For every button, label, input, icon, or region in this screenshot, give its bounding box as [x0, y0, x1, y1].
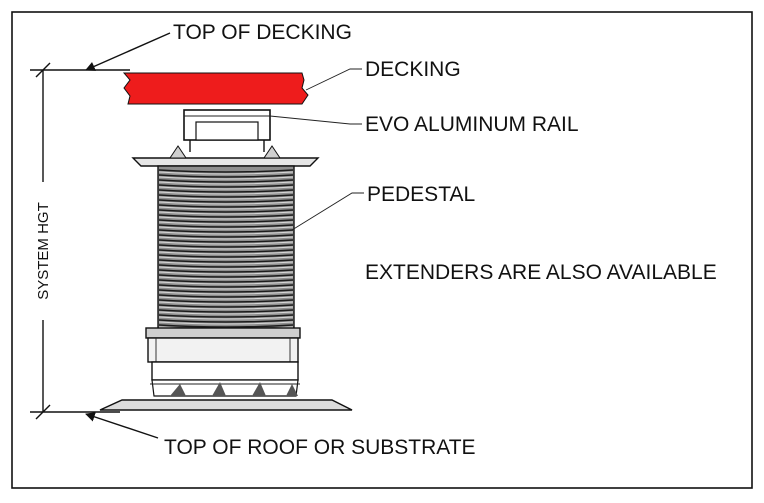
thread-highlight: [158, 266, 294, 270]
thread-highlight: [158, 286, 294, 290]
thread-ridge: [158, 189, 294, 193]
thread-ridge: [158, 219, 294, 223]
thread-ridge: [158, 174, 294, 178]
top-of-decking-label: TOP OF DECKING: [173, 21, 352, 44]
thread-highlight: [158, 301, 294, 305]
thread-ridge: [158, 294, 294, 298]
decking-label: DECKING: [365, 58, 461, 81]
thread-ridge: [158, 284, 294, 288]
thread-highlight: [158, 171, 294, 175]
thread-ridge: [158, 249, 294, 253]
thread-highlight: [158, 221, 294, 225]
thread-highlight: [158, 191, 294, 195]
diagram-frame: [11, 11, 753, 489]
thread-ridge: [158, 179, 294, 183]
thread-highlight: [158, 201, 294, 205]
thread-ridge: [158, 229, 294, 233]
thread-ridge: [158, 324, 294, 328]
thread-highlight: [158, 306, 294, 310]
thread-highlight: [158, 226, 294, 230]
thread-ridge: [158, 239, 294, 243]
thread-highlight: [158, 261, 294, 265]
thread-highlight: [158, 211, 294, 215]
thread-highlight: [158, 176, 294, 180]
thread-highlight: [158, 316, 294, 320]
system-height-label: SYSTEM HGT: [35, 202, 52, 300]
thread-ridge: [158, 214, 294, 218]
thread-ridge: [158, 274, 294, 278]
thread-highlight: [158, 296, 294, 300]
thread-highlight: [158, 241, 294, 245]
callout-leaders: [85, 32, 364, 439]
thread-ridge: [158, 169, 294, 173]
thread-ridge: [158, 224, 294, 228]
thread-ridge: [158, 209, 294, 213]
thread-ridge: [158, 279, 294, 283]
thread-highlight: [158, 276, 294, 280]
thread-highlight: [158, 311, 294, 315]
top-of-roof-label: TOP OF ROOF OR SUBSTRATE: [164, 436, 476, 459]
thread-highlight: [158, 281, 294, 285]
thread-highlight: [158, 291, 294, 295]
thread-highlight: [158, 186, 294, 190]
thread-highlight: [158, 251, 294, 255]
thread-ridge: [158, 264, 294, 268]
thread-ridge: [158, 259, 294, 263]
thread-ridge: [158, 234, 294, 238]
thread-ridge: [158, 199, 294, 203]
pedestal-body: [157, 165, 295, 330]
thread-highlight: [158, 321, 294, 325]
thread-ridge: [158, 184, 294, 188]
thread-highlight: [158, 181, 294, 185]
thread-ridge: [158, 254, 294, 258]
decking-board: [122, 72, 309, 105]
rail-label: EVO ALUMINUM RAIL: [365, 113, 579, 136]
thread-highlight: [158, 271, 294, 275]
pedestal-label: PEDESTAL: [367, 183, 475, 206]
evo-rail: [183, 109, 271, 152]
thread-ridge: [158, 204, 294, 208]
thread-ridge: [158, 319, 294, 323]
thread-ridge: [158, 304, 294, 308]
thread-highlight: [158, 256, 294, 260]
thread-highlight: [158, 246, 294, 250]
extenders-note: EXTENDERS ARE ALSO AVAILABLE: [365, 261, 717, 284]
thread-highlight: [158, 236, 294, 240]
pedestal-collar: [145, 327, 301, 363]
thread-ridge: [158, 194, 294, 198]
thread-ridge: [158, 289, 294, 293]
thread-highlight: [158, 231, 294, 235]
pedestal-base: [99, 361, 353, 411]
thread-ridge: [158, 269, 294, 273]
thread-ridge: [158, 244, 294, 248]
thread-ridge: [158, 309, 294, 313]
thread-ridge: [158, 299, 294, 303]
thread-highlight: [158, 216, 294, 220]
thread-highlight: [158, 196, 294, 200]
thread-ridge: [158, 314, 294, 318]
pedestal-head: [131, 145, 320, 167]
thread-highlight: [158, 206, 294, 210]
